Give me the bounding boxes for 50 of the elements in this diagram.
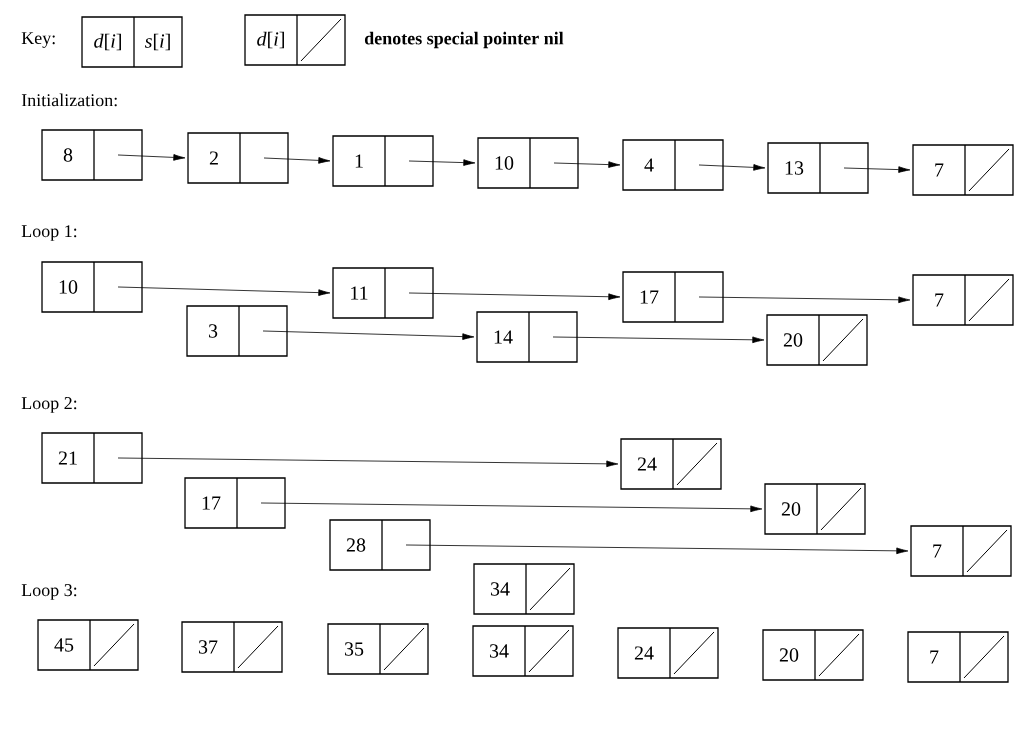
arrow: [117, 154, 186, 161]
list-cell: 10: [41, 261, 143, 313]
list-cell: 21: [41, 432, 143, 484]
list-cell: d[i] s[i]: [81, 16, 183, 68]
list-cell: 24: [620, 438, 722, 490]
list-cell: 37: [181, 621, 283, 673]
list-cell: 20: [764, 483, 866, 535]
list-cell: 3: [186, 305, 288, 357]
list-cell: 45: [37, 619, 139, 671]
list-cell: 7: [912, 274, 1014, 326]
arrow: [698, 164, 766, 171]
list-cell: 7: [907, 631, 1009, 683]
arrow: [117, 457, 619, 468]
list-cell: 10: [477, 137, 579, 189]
list-cell: 7: [910, 525, 1012, 577]
list-cell: 17: [184, 477, 286, 529]
section-heading: Loop 1:: [21, 225, 77, 241]
list-cell: d[i]: [244, 14, 346, 66]
node-label: denotes special pointer nil: [364, 31, 564, 49]
list-cell: 2: [187, 132, 289, 184]
arrow: [117, 286, 331, 296]
arrow: [260, 502, 763, 513]
arrow: [408, 292, 621, 301]
arrow: [843, 166, 911, 173]
section-heading: Initialization:: [21, 93, 117, 107]
list-cell: 4: [622, 139, 724, 191]
list-cell: 28: [329, 519, 431, 571]
section-heading: Loop 2:: [21, 397, 77, 413]
list-cell: 34: [473, 563, 575, 615]
list-cell: 13: [767, 142, 869, 194]
arrow: [553, 161, 621, 168]
section-heading: Key:: [21, 32, 55, 48]
list-cell: 11: [332, 267, 434, 319]
list-cell: 35: [327, 623, 429, 675]
arrow: [408, 159, 476, 166]
list-cell: 24: [617, 627, 719, 679]
section-heading: Loop 3:: [21, 584, 77, 600]
list-cell: 34: [472, 625, 574, 677]
list-cell: 20: [762, 629, 864, 681]
list-cell: 1: [332, 135, 434, 187]
arrow: [405, 544, 909, 555]
arrow: [263, 157, 331, 164]
arrow: [262, 330, 475, 340]
list-cell: 14: [476, 311, 578, 363]
arrow: [698, 296, 911, 304]
list-cell: 7: [912, 144, 1014, 196]
list-cell: 17: [622, 271, 724, 323]
arrow: [552, 336, 765, 344]
list-cell: 8: [41, 129, 143, 181]
list-cell: 20: [766, 314, 868, 366]
